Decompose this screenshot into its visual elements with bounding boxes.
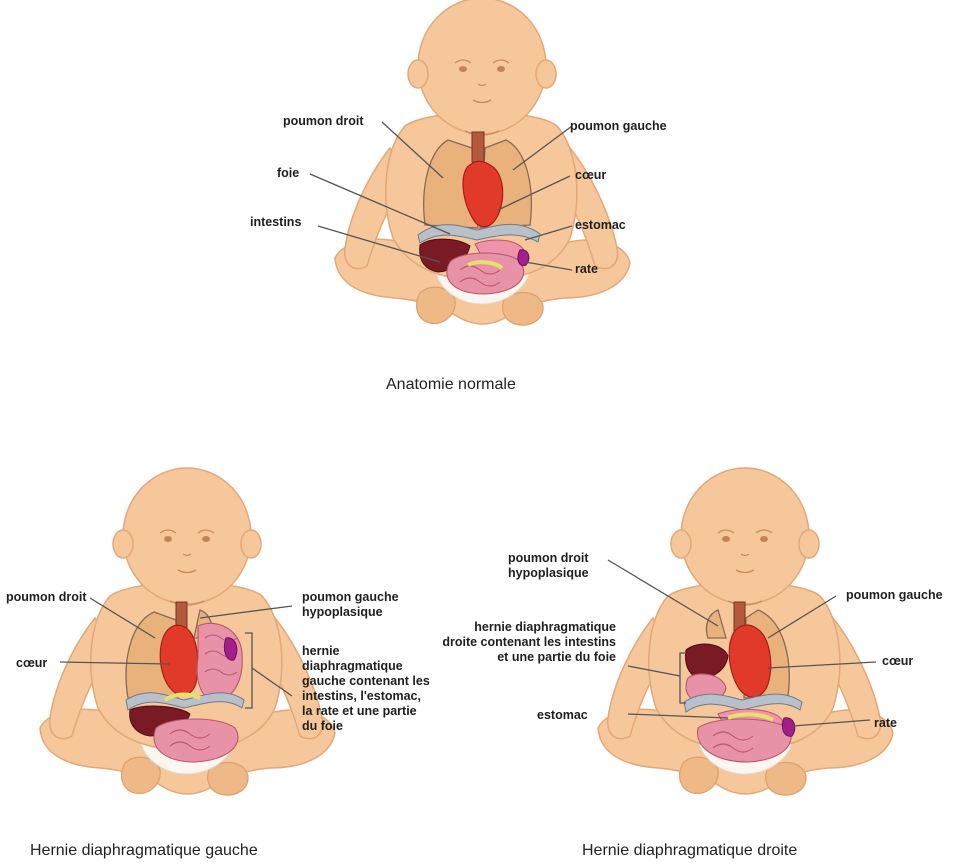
title-right-hernia: Hernie diaphragmatique droite [582,842,797,860]
label-left-hernia-right-lung: poumon droit [6,590,87,605]
title-left-hernia: Hernie diaphragmatique gauche [30,842,258,860]
panel-left-hernia [30,478,330,828]
label-normal-right-lung: poumon droit [283,114,364,129]
label-left-hernia-left-lung: poumon gauche hypoplasique [302,590,422,620]
label-right-hernia-right-lung: poumon droit hypoplasique [508,551,608,581]
label-normal-left-lung: poumon gauche [570,119,667,134]
baby-illustration-left-hernia [30,478,330,828]
herniated-intestines [197,623,242,700]
spleen [518,250,529,266]
label-right-hernia-spleen: rate [874,716,897,731]
label-left-hernia-heart: cœur [16,656,47,671]
baby-illustration-right-hernia [588,478,888,828]
label-right-hernia-stomach: estomac [537,708,588,723]
title-normal-anatomy: Anatomie normale [386,376,516,394]
label-normal-intestines: intestins [250,215,301,230]
label-normal-liver: foie [277,166,299,181]
label-right-hernia-heart: cœur [882,654,913,669]
spleen [224,638,236,660]
spleen [782,718,794,736]
label-normal-heart: cœur [575,168,606,183]
label-normal-stomach: estomac [575,218,626,233]
label-normal-spleen: rate [575,262,598,277]
label-right-hernia-hernia: hernie diaphragmatique droite contenant … [440,620,616,665]
label-right-hernia-left-lung: poumon gauche [846,588,943,603]
label-left-hernia-hernia: hernie diaphragmatique gauche contenant … [302,644,430,734]
panel-right-hernia [588,478,888,828]
